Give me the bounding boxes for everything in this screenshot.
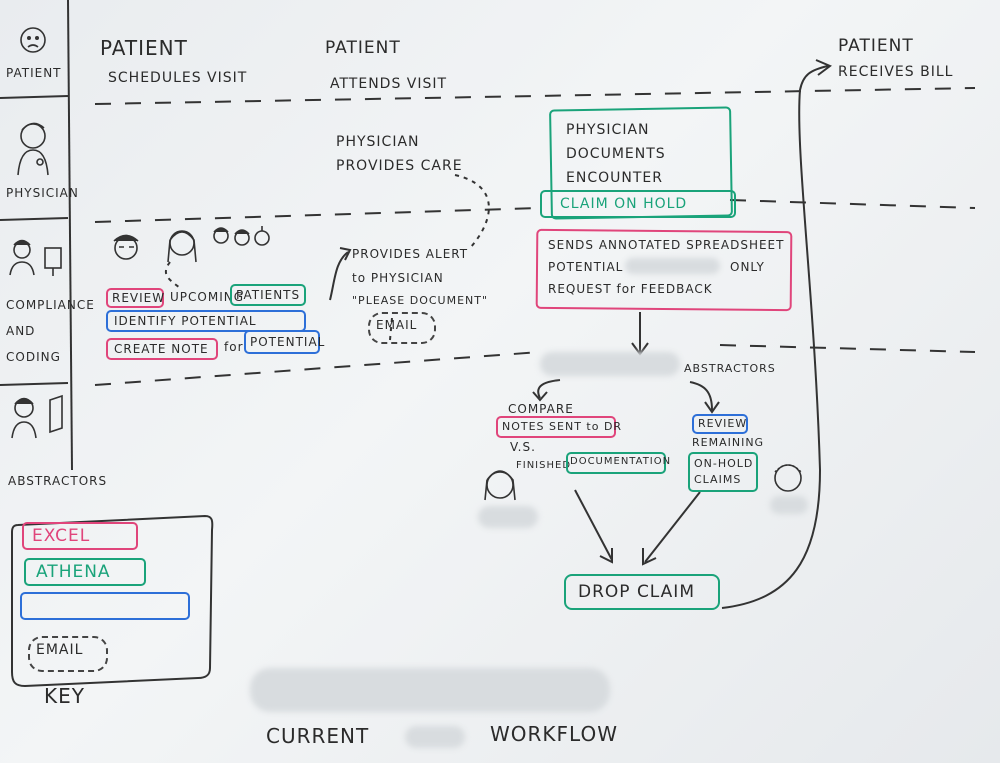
review-to-drop-arrow bbox=[645, 492, 700, 562]
drop-to-bill-curve bbox=[722, 66, 828, 608]
key-email-label: EMAIL bbox=[36, 642, 83, 658]
team-to-review-dotted bbox=[166, 262, 180, 288]
lane-divider-2 bbox=[0, 218, 68, 220]
identify-potential-label: IDENTIFY POTENTIAL bbox=[114, 314, 257, 328]
erased-area-3 bbox=[250, 668, 610, 712]
onhold-claims-label: ON-HOLD CLAIMS bbox=[694, 456, 754, 488]
documentation-label: DOCUMENTATION bbox=[570, 456, 671, 467]
notes-sent-label: NOTES SENT to DR bbox=[502, 420, 622, 433]
abstractors-label: ABSTRACTORS bbox=[684, 362, 776, 375]
lane-divider-1 bbox=[0, 96, 68, 98]
footer-current: CURRENT bbox=[266, 724, 369, 748]
for-label: for bbox=[224, 340, 244, 354]
physician-lane-figure bbox=[18, 123, 48, 175]
dashed-lane-1 bbox=[95, 88, 975, 104]
key-blue-box bbox=[20, 592, 190, 620]
dashed-lane-2 bbox=[95, 200, 975, 222]
lane-column-divider bbox=[68, 0, 72, 470]
physician-documents-label: PHYSICIAN DOCUMENTS ENCOUNTER bbox=[566, 118, 716, 190]
erased-area-5 bbox=[478, 506, 538, 528]
patient-lane-figure bbox=[21, 28, 45, 52]
finished-label: FINISHED bbox=[516, 460, 571, 471]
lane-divider-3 bbox=[0, 383, 68, 385]
compare-label: COMPARE bbox=[508, 402, 574, 416]
review-label: REVIEW bbox=[112, 291, 165, 305]
patients-label: PATIENTS bbox=[236, 288, 300, 302]
compliance-team-figures bbox=[114, 226, 269, 262]
compare-arrow bbox=[538, 380, 560, 398]
erased-area-6 bbox=[770, 496, 808, 514]
patient-bill-title: PATIENT bbox=[838, 36, 914, 56]
lane-label-physician: PHYSICIAN bbox=[6, 186, 79, 200]
review-remaining-label: REVIEW bbox=[698, 417, 747, 430]
physician-provides-care: PHYSICIAN PROVIDES CARE bbox=[336, 130, 466, 178]
abstractors-lane-figure bbox=[12, 396, 62, 438]
lane-label-patient: PATIENT bbox=[6, 66, 62, 80]
footer-workflow: WORKFLOW bbox=[490, 722, 618, 746]
patient-bill-label: RECEIVES BILL bbox=[838, 64, 953, 80]
patient-attends-label: ATTENDS VISIT bbox=[330, 76, 447, 92]
compare-to-drop-arrow bbox=[575, 490, 612, 560]
patient-schedules-label: SCHEDULES VISIT bbox=[108, 70, 247, 86]
patient-attends-title: PATIENT bbox=[325, 38, 401, 58]
sends-spreadsheet-line1: SENDS ANNOTATED SPREADSHEET bbox=[548, 238, 784, 252]
claim-on-hold-label: CLAIM ON HOLD bbox=[560, 196, 687, 212]
sends-spreadsheet-only: ONLY bbox=[730, 260, 765, 274]
please-document-label: "PLEASE DOCUMENT" bbox=[352, 294, 488, 307]
create-note-label: CREATE NOTE bbox=[114, 342, 209, 356]
key-excel-label: EXCEL bbox=[32, 526, 90, 546]
drop-claim-label: DROP CLAIM bbox=[578, 582, 695, 602]
potential-label: POTENTIAL bbox=[250, 335, 325, 349]
erased-area-1 bbox=[540, 352, 680, 376]
lane-label-compliance: COMPLIANCE AND CODING bbox=[6, 292, 68, 370]
remaining-label: REMAINING bbox=[692, 436, 764, 449]
erased-area-4 bbox=[405, 726, 465, 748]
key-label: KEY bbox=[44, 684, 85, 708]
compliance-lane-figure bbox=[10, 241, 61, 277]
lane-label-abstractors: ABSTRACTORS bbox=[8, 474, 107, 488]
patient-schedules-title: PATIENT bbox=[100, 36, 188, 60]
sends-spreadsheet-potential: POTENTIAL bbox=[548, 260, 623, 274]
vs-label: V.S. bbox=[510, 440, 536, 454]
provides-alert-label: PROVIDES ALERT to PHYSICIAN bbox=[352, 242, 472, 290]
email-alert-label: EMAIL bbox=[376, 318, 417, 332]
sends-spreadsheet-line3: REQUEST for FEEDBACK bbox=[548, 282, 713, 296]
key-athena-label: ATHENA bbox=[36, 562, 111, 582]
